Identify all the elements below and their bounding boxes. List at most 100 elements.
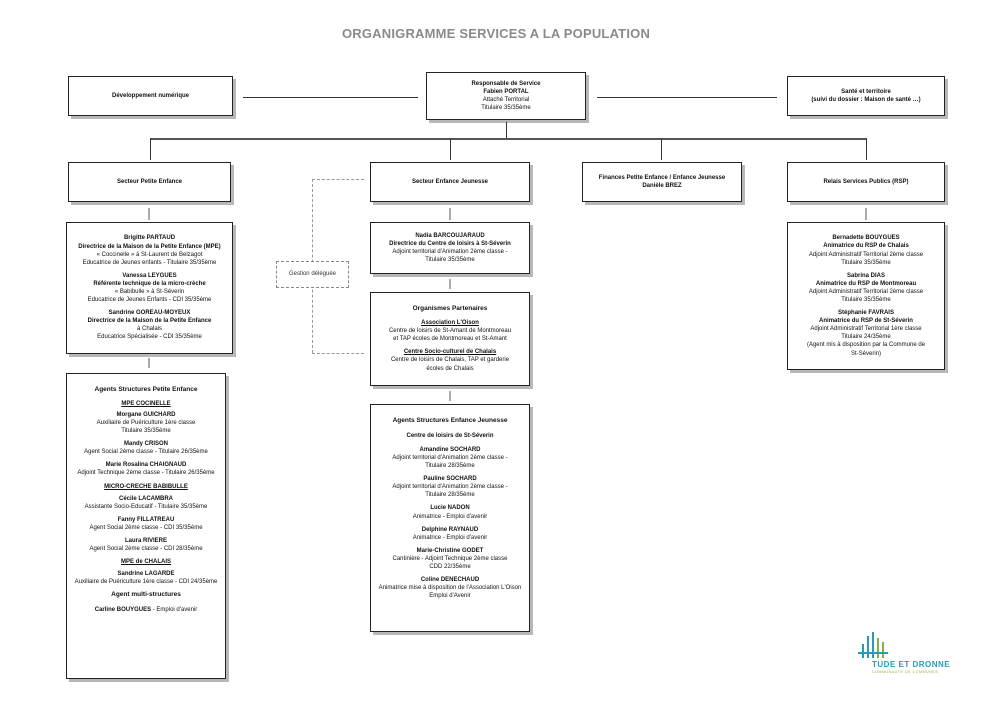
agent-entry: Fanny FILLATREAU Agent Social 2ème class… xyxy=(67,516,225,532)
agent-line: Titulaire 28/35ème xyxy=(425,463,475,470)
director-line: « Babibulle » à St-Séverin xyxy=(114,289,185,295)
responsable-role: Responsable de Service xyxy=(471,80,541,87)
assoc-name: Association L'Oison xyxy=(421,320,479,327)
agent-entry: Lucie NADON Animatrice - Emploi d'avenir xyxy=(371,504,529,520)
agent-entry: Amandine SOCHARD Adjoint territorial d'A… xyxy=(371,446,529,470)
agent-name: Lucie NADON xyxy=(430,505,470,512)
mpe-directors-box: Brigitte PARTAUD Directrice de la Maison… xyxy=(66,222,233,354)
connector xyxy=(449,279,451,289)
rsp-line: Titulaire 35/35ème xyxy=(841,297,891,303)
agent-line: Agent Social 2ème classe - CDI 35/35ème xyxy=(89,524,203,531)
agent-name: Sandrine LAGARDE xyxy=(117,571,175,578)
multi-structures-title: Agent multi-structures xyxy=(111,591,181,599)
director-line: Educatrice de Jeunes enfants - Titulaire… xyxy=(82,259,217,266)
rsp-name: Sabrina DIAS xyxy=(846,272,885,279)
rsp-box: Relais Services Publics (RSP) xyxy=(787,162,945,202)
agent-entry: Pauline SOCHARD Adjoint territorial d'An… xyxy=(371,475,529,499)
rsp-line: Titulaire 24/35ème xyxy=(841,334,891,341)
dashed-connector xyxy=(312,179,364,180)
centre-heading: Centre de loisirs de St-Séverin xyxy=(406,432,494,439)
tude-et-dronne-logo: TUDE ET DRONNE COMMUNAUTE DE COMMUNES xyxy=(858,630,958,678)
nadia-name: Nadia BARCOUJARAUD xyxy=(415,232,485,239)
connector xyxy=(450,138,451,160)
director-role: Référente technique de la micro-crèche xyxy=(93,280,206,287)
agents-enfance-jeunesse-box: Agents Structures Enfance Jeunesse Centr… xyxy=(370,404,530,632)
agent-entry: Morgane GUICHARD Auxiliaire de Puéricult… xyxy=(67,411,225,435)
agent-name: Cécile LACAMBRA xyxy=(118,495,173,502)
rsp-role: Animatrice du RSP de Chalais xyxy=(823,243,909,250)
agent-name: Delphine RAYNAUD xyxy=(421,526,479,533)
agents-petite-enfance-box: Agents Structures Petite Enfance MPE COC… xyxy=(66,373,226,679)
connector xyxy=(243,97,418,98)
connector xyxy=(148,208,150,220)
gestion-deleguee-box: Gestion déléguée xyxy=(276,261,349,288)
rsp-entry: Bernadette BOUYGUES Animatrice du RSP de… xyxy=(809,234,923,266)
agent-line: Cantinière - Adjoint Technique 2ème clas… xyxy=(392,555,508,562)
agent-name: Fanny FILLATREAU xyxy=(117,516,175,523)
rsp-entry: Stéphanie FAVRAIS Animatrice du RSP de S… xyxy=(807,309,925,358)
agent-line: Adjoint territorial d'Animation 2ème cla… xyxy=(392,484,508,491)
agent-name: Marie-Christine GODET xyxy=(416,547,484,554)
finances-title: Finances Petite Enfance / Enfance Jeunes… xyxy=(598,174,726,181)
connector xyxy=(449,391,451,401)
agent-entry: Marie-Christine GODET Cantinière - Adjoi… xyxy=(371,547,529,571)
agent-line: Animatrice - Emploi d'avenir xyxy=(412,513,488,520)
connector xyxy=(661,138,662,160)
connector xyxy=(597,97,777,98)
agent-entry: Carline BOUYGUES - Emploi d'avenir xyxy=(67,606,225,614)
agent-line: Agent Social 2ème classe - Titulaire 26/… xyxy=(84,449,208,456)
director-name: Sandrine GOREAU-MOYEUX xyxy=(108,310,191,317)
finances-box: Finances Petite Enfance / Enfance Jeunes… xyxy=(582,162,742,202)
secteur-enfance-jeunesse-box: Secteur Enfance Jeunesse xyxy=(370,162,530,202)
agent-name: Pauline SOCHARD xyxy=(423,476,477,483)
partenaires-title: Organismes Partenaires xyxy=(412,305,488,313)
finances-name: Danièle BREZ xyxy=(642,183,682,189)
agent-line: Adjoint Technique 2ème classe - Titulair… xyxy=(77,470,215,477)
sante-title: Santé et territoire xyxy=(841,88,891,95)
agent-name: Marie Rosalina CHAIGNAUD xyxy=(105,462,187,469)
secteur-enfance-jeunesse-label: Secteur Enfance Jeunesse xyxy=(411,178,489,185)
rsp-role: Animatrice du RSP de St-Séverin xyxy=(819,318,913,325)
agent-line: Adjoint territorial d'Animation 2ème cla… xyxy=(392,454,508,461)
rsp-line: Adjoint Administratif Territorial 1ère c… xyxy=(810,326,922,333)
dev-numerique-label: Développement numérique xyxy=(111,92,189,99)
agent-line: Assistante Socio-Educatif - Titulaire 35… xyxy=(84,503,208,510)
agent-line: Auxiliaire de Puériculture 1ère classe xyxy=(96,419,196,426)
secteur-petite-enfance-label: Secteur Petite Enfance xyxy=(116,178,183,185)
rsp-line: Titulaire 35/35ème xyxy=(841,259,891,266)
responsable-box: Responsable de Service Fabien PORTAL Att… xyxy=(426,72,586,120)
connector xyxy=(150,138,866,140)
rsp-staff-box: Bernadette BOUYGUES Animatrice du RSP de… xyxy=(787,222,945,370)
agent-line: Auxiliaire de Puériculture 1ère classe -… xyxy=(74,579,218,586)
mpe-coccinelle-heading: MPE COCINELLE xyxy=(121,400,171,407)
agent-name: Carline BOUYGUES xyxy=(94,607,152,614)
gestion-deleguee-label: Gestion déléguée xyxy=(288,271,337,278)
director-entry: Vanessa LEYGUES Référente technique de l… xyxy=(88,272,212,304)
rsp-line: Adjoint Administratif Territorial 2ème c… xyxy=(808,251,924,258)
agent-line: Animatrice mise à disposition de l'Assoc… xyxy=(378,585,522,592)
agent-name: Amandine SOCHARD xyxy=(419,446,481,453)
assoc-line: Centre de loisirs de St-Amant de Montmor… xyxy=(388,328,512,335)
agent-entry: Cécile LACAMBRA Assistante Socio-Educati… xyxy=(67,495,225,511)
agent-name: Coline DENECHAUD xyxy=(420,577,480,584)
page-title: ORGANIGRAMME SERVICES A LA POPULATION xyxy=(341,26,651,41)
logo-bars-icon xyxy=(858,632,888,658)
agent-entry: Delphine RAYNAUD Animatrice - Emploi d'a… xyxy=(371,526,529,542)
logo-subtitle: COMMUNAUTE DE COMMUNES xyxy=(872,670,939,674)
logo-name: TUDE ET DRONNE xyxy=(872,660,951,669)
agent-line: - Emploi d'avenir xyxy=(151,607,198,614)
rsp-label: Relais Services Publics (RSP) xyxy=(823,178,909,185)
csc-line: écoles de Chalais xyxy=(426,365,474,372)
assoc-line: et TAP écoles de Montmoreau et St-Amant xyxy=(393,336,507,343)
secteur-petite-enfance-box: Secteur Petite Enfance xyxy=(68,162,231,202)
rsp-role: Animatrice du RSP de Montmoreau xyxy=(815,280,917,287)
director-role: Directrice de la Maison de la Petite Enf… xyxy=(78,243,221,250)
agent-line: Animatrice - Emploi d'avenir xyxy=(412,534,488,541)
agent-entry: Mandy CRISON Agent Social 2ème classe - … xyxy=(67,440,225,456)
director-line: à Chalais xyxy=(136,326,162,333)
rsp-name: Stéphanie FAVRAIS xyxy=(838,310,894,317)
agents-ej-title: Agents Structures Enfance Jeunesse xyxy=(392,417,508,424)
csc-line: Centre de loisirs de Chalais, TAP et gar… xyxy=(390,357,510,364)
rsp-note: (Agent mis à disposition par la Commune … xyxy=(806,342,926,349)
responsable-name: Fabien PORTAL xyxy=(483,88,529,95)
